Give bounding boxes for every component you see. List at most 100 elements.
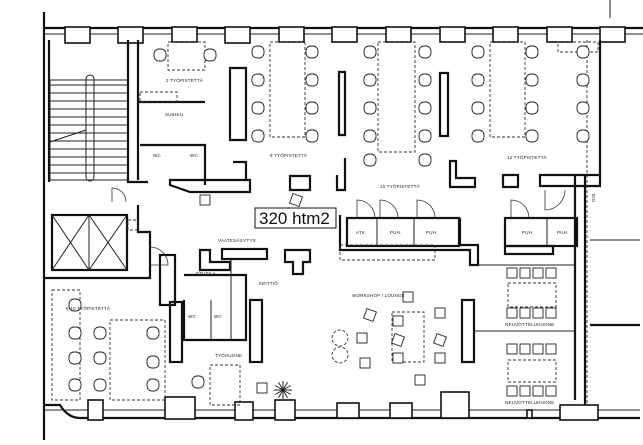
chair-icon [576, 73, 590, 87]
desk [167, 41, 206, 71]
chair-icon [414, 374, 426, 386]
room-label: WC [190, 153, 198, 158]
chair-icon [356, 332, 368, 344]
chair-icon [251, 129, 265, 143]
chair-icon [545, 343, 557, 355]
desk [489, 41, 526, 138]
chair-icon [471, 101, 485, 115]
desk [507, 282, 557, 308]
desk [507, 359, 557, 383]
bottom-facade [87, 391, 599, 421]
room-label: 10 TYÖPISTETTÄ [380, 183, 420, 189]
chair-icon [433, 333, 447, 347]
plant-leaf [278, 389, 284, 399]
chair-icon [525, 73, 539, 87]
desk [391, 311, 425, 363]
chair-icon [305, 101, 319, 115]
chair-icon [545, 307, 557, 319]
chair-icon [359, 357, 371, 369]
plant-leaf [282, 389, 292, 395]
chair-icon [251, 101, 265, 115]
chair-icon [532, 267, 544, 279]
chair-icon [434, 352, 446, 364]
chair-icon [506, 267, 518, 279]
chair-icon [68, 326, 82, 340]
chair-icon [68, 351, 82, 365]
chair-icon [471, 129, 485, 143]
chair-icon [363, 45, 377, 59]
chair-icon [506, 385, 518, 397]
chair-icon [93, 326, 107, 340]
chair-icon [519, 385, 531, 397]
chair-icon [146, 378, 160, 392]
plant-leaf [282, 385, 292, 391]
desk [377, 41, 416, 153]
desk [109, 319, 166, 401]
chair-icon [545, 267, 557, 279]
room-label: TYÖHUONE [215, 352, 242, 358]
plant-leaf [278, 381, 284, 391]
chair-icon [519, 307, 531, 319]
top-facade [44, 0, 643, 44]
chair-icon [363, 101, 377, 115]
room-label: PUH. [426, 230, 438, 235]
room-label: PUH. [390, 230, 402, 235]
chair-icon [506, 307, 518, 319]
chair-icon [363, 73, 377, 87]
chair-icon [289, 193, 303, 207]
chair-icon [305, 73, 319, 87]
chair-icon [525, 129, 539, 143]
chair-icon [68, 378, 82, 392]
chair-icon [363, 308, 377, 322]
chair-icon [471, 73, 485, 87]
chair-icon [68, 298, 82, 312]
plant-leaf [274, 389, 284, 395]
chair-icon [305, 45, 319, 59]
desk [127, 219, 139, 231]
chair-icon [576, 129, 590, 143]
chair-icon [93, 378, 107, 392]
core-walls [126, 40, 602, 364]
desk [339, 244, 436, 261]
room-label: NEUVOTTELUHUONE [505, 322, 555, 327]
room-label: WC [153, 153, 161, 158]
plant-leaf [282, 389, 288, 399]
chair-icon [418, 73, 432, 87]
chair-icon [392, 352, 404, 364]
chair-icon [402, 291, 414, 303]
plant-leaf [282, 381, 288, 391]
room-label: ETUTILA [196, 271, 216, 276]
chair-icon [391, 333, 405, 347]
chair-icon [506, 343, 518, 355]
room-label: WC [188, 314, 196, 319]
chair-icon [93, 351, 107, 365]
room-label: 2 TYÖPISTETTÄ [166, 77, 203, 83]
desk [139, 91, 178, 103]
round-table [331, 329, 349, 347]
room-label: WC [214, 314, 222, 319]
chair-icon [519, 343, 531, 355]
chair-icon [471, 45, 485, 59]
chair-icon [191, 375, 205, 389]
chair-icon [532, 343, 544, 355]
desk [51, 289, 81, 401]
area-label: 320 htm2 [259, 209, 330, 228]
chair-icon [146, 355, 160, 369]
chair-icon [363, 153, 377, 167]
plant-icon [274, 381, 292, 399]
chair-icon [251, 73, 265, 87]
chair-icon [203, 48, 217, 62]
phone-booths [345, 189, 579, 248]
chair-icon [418, 101, 432, 115]
chair-icon [392, 315, 404, 327]
desk [209, 364, 241, 406]
elevators [44, 187, 169, 280]
room-label: SUIHKU [165, 112, 183, 117]
chairs [68, 45, 590, 397]
staircase [49, 74, 129, 182]
room-label: WORKSHOP / LOUNGE [352, 293, 405, 298]
outer-walls [42, 12, 640, 440]
chair-icon [532, 307, 544, 319]
area-box [254, 207, 337, 229]
